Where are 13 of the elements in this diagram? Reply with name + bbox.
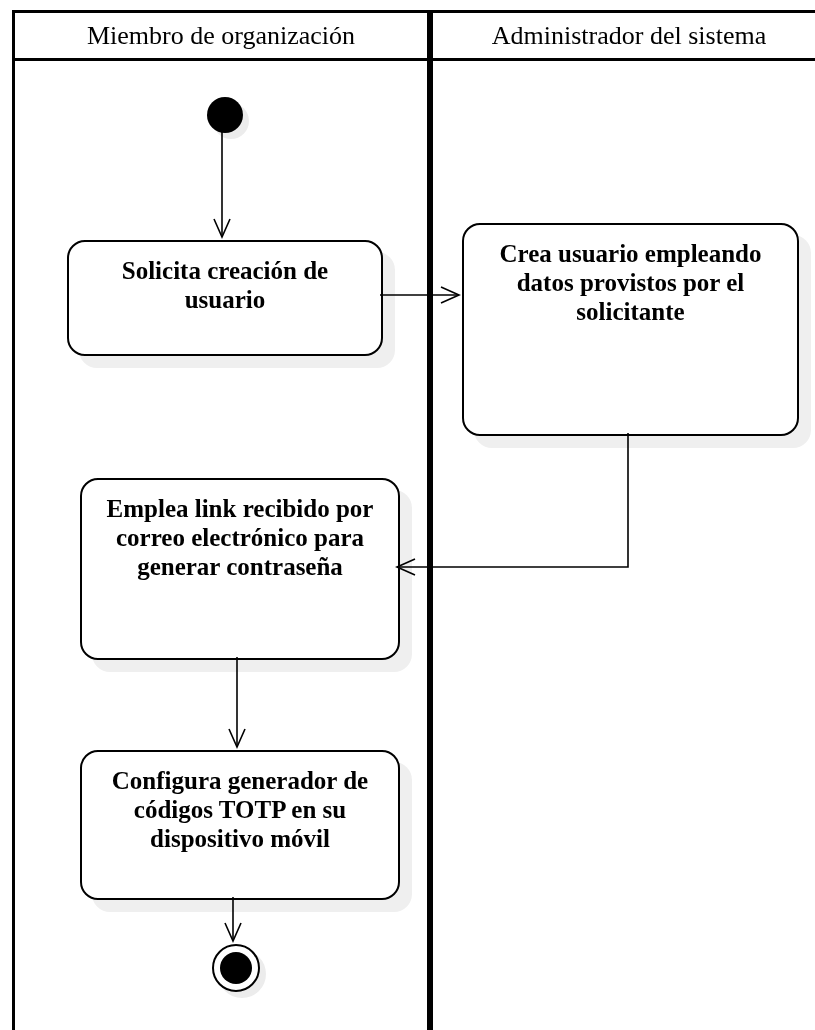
swimlane: [12, 10, 430, 1030]
arrow: [396, 432, 629, 576]
lane-header: Administrador del sistema: [491, 22, 767, 49]
arrow: [228, 656, 246, 748]
swimlane: [430, 10, 815, 1030]
arrow: [224, 896, 242, 942]
activity-label: Solicita creación de usuario: [120, 256, 330, 314]
activity-label: Emplea link recibido por correo electrónico para generar contraseña: [105, 494, 375, 581]
arrow: [379, 286, 460, 304]
lane-header: Miembro de organización: [86, 22, 356, 49]
activity-label: Configura generador de códigos TOTP en su dispositivo móvil: [110, 766, 370, 853]
activity-label: Crea usuario empleando datos provistos por el solicitante: [498, 239, 763, 326]
arrow: [213, 129, 231, 238]
